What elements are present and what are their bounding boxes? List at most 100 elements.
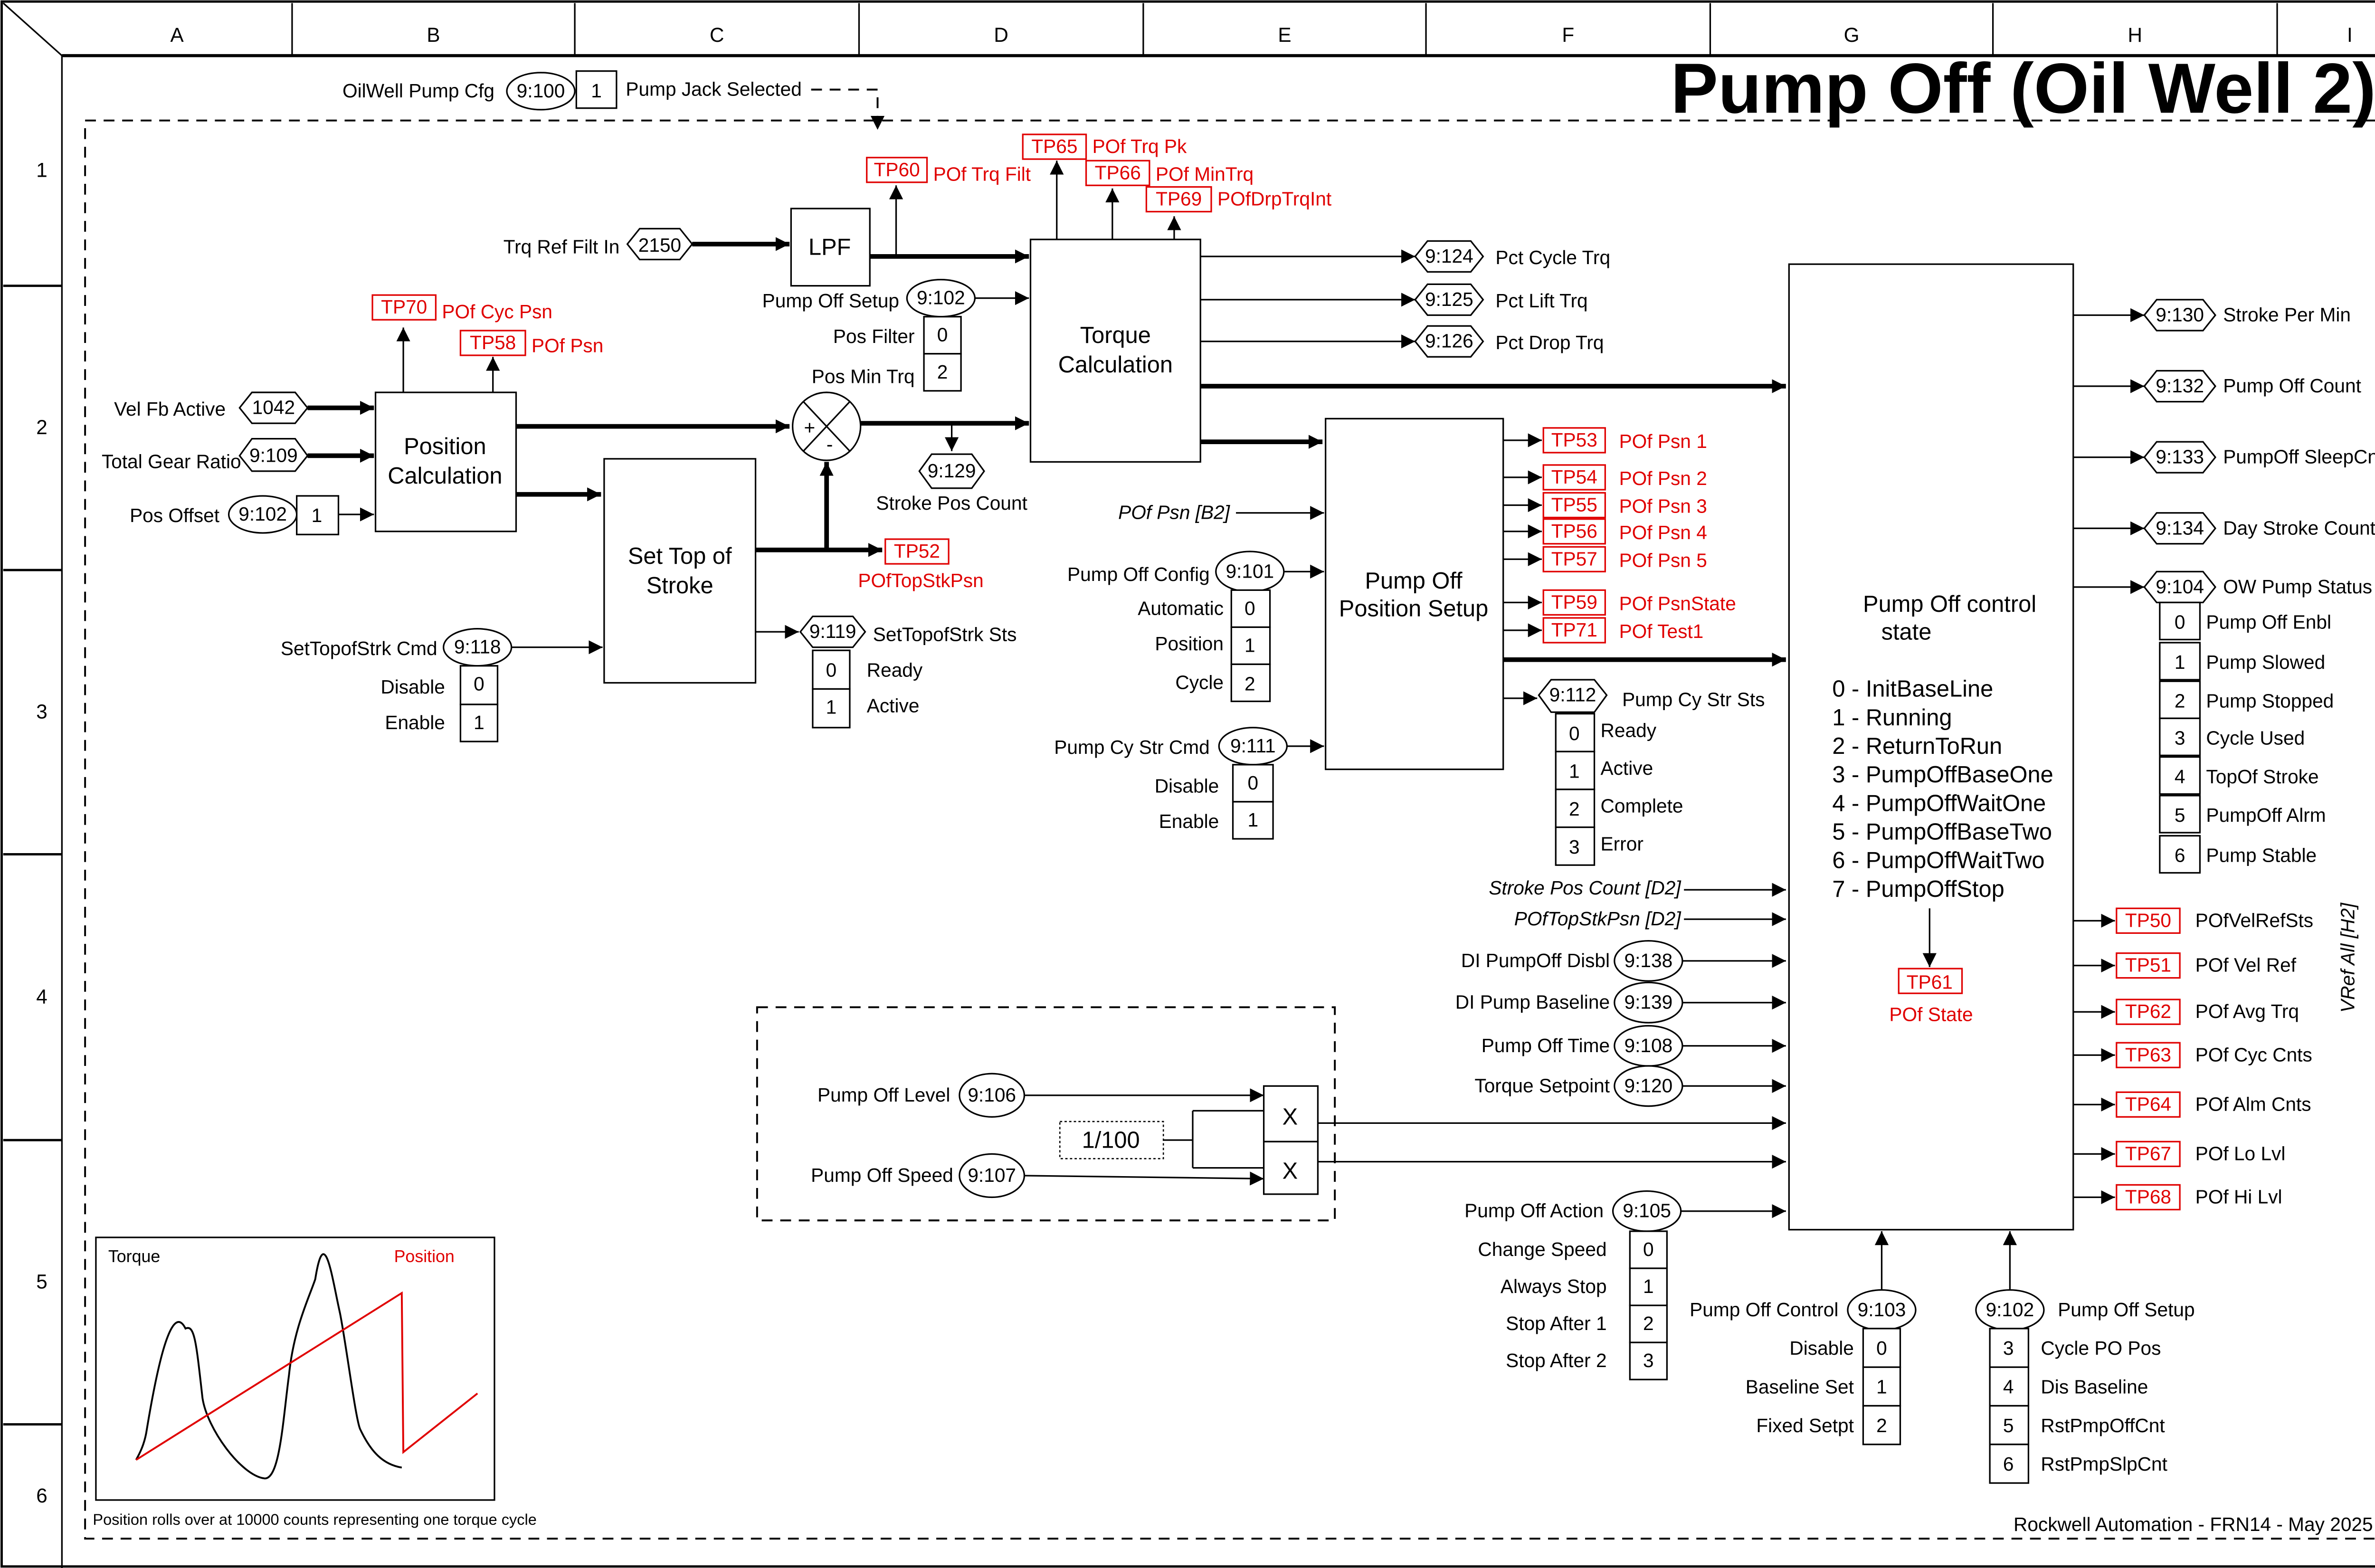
testpoint-id[interactable]: TP59: [1551, 591, 1597, 613]
trq-ref-label: Trq Ref Filt In: [504, 236, 620, 257]
bit-value: 3: [1569, 836, 1580, 858]
bit-value: 2: [1569, 798, 1580, 820]
pof-psn-ref: POf Psn [B2]: [1118, 502, 1231, 523]
testpoint-id[interactable]: TP70: [381, 296, 427, 318]
param-id[interactable]: 9:130: [2156, 304, 2204, 325]
tp61-box[interactable]: TP61: [1907, 971, 1953, 993]
testpoint-id[interactable]: TP63: [2125, 1044, 2171, 1065]
testpoint-id[interactable]: TP65: [1031, 135, 1077, 157]
testpoint-id[interactable]: TP53: [1551, 429, 1597, 451]
testpoint-id[interactable]: TP62: [2125, 1000, 2171, 1022]
vel-fb-param[interactable]: 1042: [252, 397, 295, 418]
trq-ref-param[interactable]: 2150: [638, 234, 681, 256]
inset-position-label: Position: [394, 1247, 455, 1266]
level-param[interactable]: 9:106: [968, 1084, 1016, 1106]
param-id[interactable]: 9:138: [1624, 950, 1673, 971]
testpoint-id[interactable]: TP66: [1095, 162, 1141, 183]
testpoint-id[interactable]: TP69: [1156, 188, 1202, 210]
testpoint-id[interactable]: TP54: [1551, 466, 1597, 488]
tp-label: POf Avg Trq: [2195, 1000, 2299, 1022]
param-id[interactable]: 9:125: [1425, 288, 1473, 310]
param-hexagon: [1414, 240, 1484, 273]
testpoint-id[interactable]: TP57: [1551, 548, 1597, 570]
testpoint-id[interactable]: TP52: [894, 540, 940, 562]
config-param[interactable]: 9:100: [517, 80, 565, 102]
bit-value: 2: [2175, 690, 2185, 712]
testpoint-id[interactable]: TP51: [2125, 954, 2171, 976]
testpoint-id[interactable]: TP55: [1551, 494, 1597, 515]
pump-off-setup-param[interactable]: 9:102: [917, 287, 965, 309]
tp-label: POf Psn 5: [1619, 550, 1707, 571]
settop-sts-param[interactable]: 9:119: [809, 620, 856, 642]
tp-label: POf Psn 4: [1619, 522, 1707, 543]
param-id[interactable]: 9:104: [2156, 576, 2204, 598]
setup2-param[interactable]: 9:102: [1986, 1299, 2034, 1321]
cy-cmd-param[interactable]: 9:111: [1230, 735, 1276, 757]
bit-label: Pump Off Enbl: [2206, 611, 2331, 633]
testpoint-box: [1022, 133, 1087, 160]
bit-label: Stop After 1: [1506, 1312, 1606, 1334]
stroke-pos-param[interactable]: 9:129: [928, 460, 976, 482]
inset-torque-label: Torque: [108, 1247, 160, 1266]
output-label: Pct Cycle Trq: [1495, 247, 1610, 268]
column-label: D: [994, 24, 1008, 46]
cy-sts-param[interactable]: 9:112: [1549, 684, 1596, 706]
testpoint-id[interactable]: TP67: [2125, 1142, 2171, 1164]
param-id[interactable]: 9:133: [2156, 446, 2204, 468]
pump-off-setup-label: Pump Off Setup: [762, 290, 899, 312]
bit-label: Ready: [867, 659, 923, 681]
bit-value: 0: [474, 673, 484, 695]
param-id[interactable]: 9:108: [1624, 1035, 1673, 1056]
testpoint-id[interactable]: TP68: [2125, 1186, 2171, 1207]
control-param[interactable]: 9:103: [1858, 1299, 1906, 1321]
config-label: OilWell Pump Cfg: [342, 80, 494, 102]
row-label: 5: [36, 1270, 48, 1292]
state-item: 7 - PumpOffStop: [1832, 876, 2004, 902]
row-label: 1: [36, 159, 48, 181]
bit-value: 5: [2175, 804, 2185, 826]
bit-label: Pump Stopped: [2206, 690, 2334, 712]
column-label: C: [710, 24, 724, 46]
testpoint-id[interactable]: TP64: [2125, 1093, 2171, 1115]
pos-setup-line1: Pump Off: [1365, 568, 1463, 594]
bit-value: 6: [2175, 845, 2185, 866]
param-id[interactable]: 9:134: [2156, 517, 2204, 539]
testpoint-box: [2116, 1042, 2181, 1068]
param-id[interactable]: 9:139: [1624, 991, 1673, 1013]
pos-offset-param[interactable]: 9:102: [238, 503, 287, 525]
testpoint-id[interactable]: TP71: [1551, 619, 1597, 641]
param-id[interactable]: 9:124: [1425, 245, 1473, 267]
bit-label: Pos Filter: [833, 325, 915, 347]
param-hexagon: [2143, 441, 2217, 474]
testpoint-box: [371, 294, 437, 321]
torque-curve: [135, 1253, 402, 1480]
testpoint-id[interactable]: TP50: [2125, 909, 2171, 931]
param-hexagon: [2143, 512, 2217, 545]
stroke-ref: Stroke Pos Count [D2]: [1489, 877, 1682, 899]
testpoint-id[interactable]: TP58: [470, 332, 516, 353]
testpoint-id[interactable]: TP56: [1551, 520, 1597, 542]
param-id[interactable]: 9:120: [1624, 1074, 1673, 1096]
param-id[interactable]: 9:126: [1425, 330, 1473, 352]
pump-off-config-param[interactable]: 9:101: [1226, 560, 1274, 582]
bit-label: Disable: [1789, 1337, 1854, 1359]
bit-label: Complete: [1601, 795, 1683, 817]
bit-label: Cycle: [1175, 671, 1224, 693]
minus-sign: -: [826, 434, 833, 456]
state-item: 1 - Running: [1832, 705, 1952, 731]
action-param[interactable]: 9:105: [1623, 1200, 1671, 1222]
settop-cmd-param[interactable]: 9:118: [454, 636, 501, 658]
lpf-block: Trq Ref Filt In 2150 LPF: [504, 208, 871, 287]
bit-value: 0: [826, 659, 837, 681]
state-item: 2 - ReturnToRun: [1832, 733, 2002, 759]
gear-label: Total Gear Ratio: [102, 450, 241, 472]
speed-param[interactable]: 9:107: [968, 1164, 1016, 1186]
state-item: 6 - PumpOffWaitTwo: [1832, 848, 2044, 874]
gear-param[interactable]: 9:109: [249, 444, 298, 466]
bit-label: Stop After 2: [1506, 1349, 1606, 1371]
testpoint-id[interactable]: TP60: [874, 159, 920, 181]
param-id[interactable]: 9:132: [2156, 375, 2204, 397]
